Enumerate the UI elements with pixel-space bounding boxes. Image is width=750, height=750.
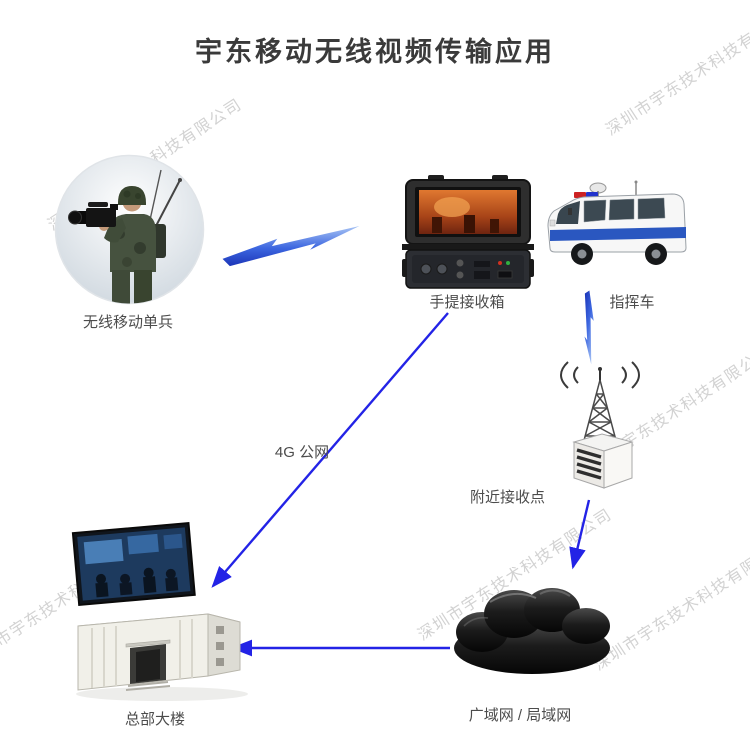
cloud-icon xyxy=(440,566,620,678)
watermark-text: 深圳市宇东技术科技有限公司 xyxy=(603,1,750,140)
receiver-case-image xyxy=(402,175,534,293)
lightning-icon xyxy=(220,226,362,268)
command-vehicle-image xyxy=(540,178,692,278)
case-label: 手提接收箱 xyxy=(429,294,505,311)
lightning-icon xyxy=(570,289,606,365)
4g-link-label: 4G 公网 xyxy=(274,444,330,461)
vehicle-label: 指挥车 xyxy=(609,294,655,311)
tower-icon xyxy=(540,360,660,492)
radio-waves-icon xyxy=(560,361,640,389)
hq-screen-icon xyxy=(71,522,196,607)
building-image xyxy=(70,522,250,704)
soldier-label: 无线移动单兵 xyxy=(82,314,173,331)
page-title: 宇东移动无线视频传输应用 xyxy=(195,37,555,67)
tower-label: 附近接收点 xyxy=(470,489,546,506)
building-label: 总部大楼 xyxy=(124,711,185,728)
soldier-photo xyxy=(52,152,207,307)
cloud-label: 广域网 / 局域网 xyxy=(468,707,572,724)
